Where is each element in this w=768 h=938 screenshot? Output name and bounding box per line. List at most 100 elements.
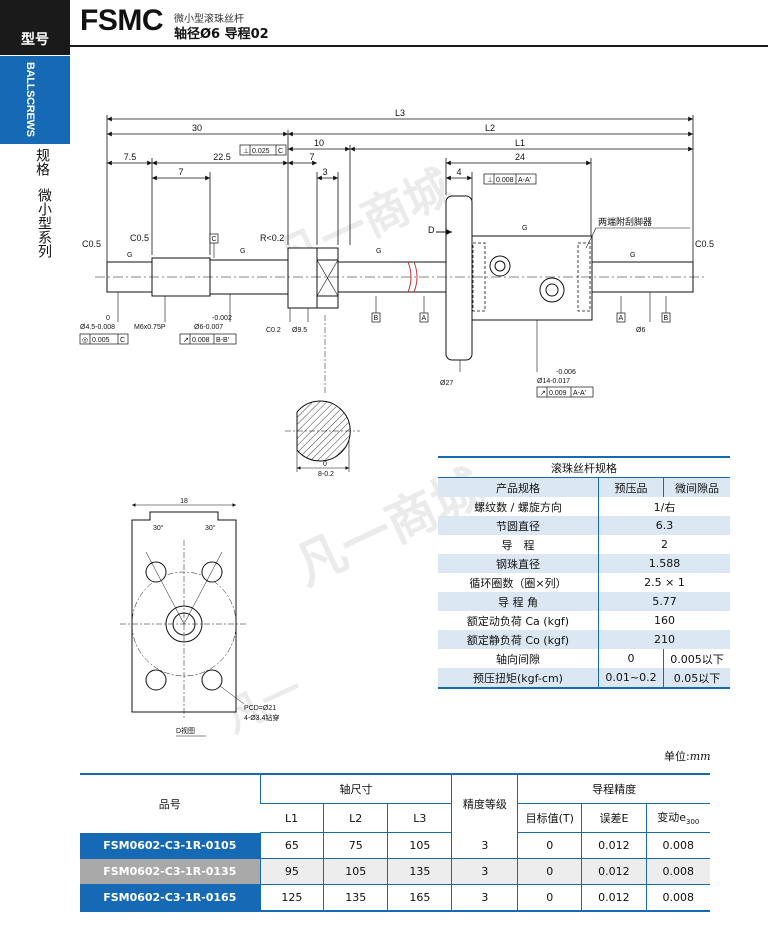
spec-row-value-gap: 0.05以下 — [663, 668, 730, 689]
grind-g-4: G — [522, 225, 527, 232]
cell-error: 0.012 — [581, 858, 647, 885]
model-spec: 轴径Ø6 导程02 — [174, 27, 269, 42]
cell-l3: 165 — [387, 884, 452, 912]
spec-header-preload: 预压品 — [598, 477, 664, 497]
dim-22-5: 22.5 — [213, 152, 231, 162]
svg-text:↗: ↗ — [183, 337, 189, 344]
grind-g-5: G — [630, 252, 635, 259]
spec-row-value: 2.5 × 1 — [598, 573, 730, 592]
model-title: FSMC — [80, 4, 164, 37]
dim-24: 24 — [515, 152, 525, 162]
model-subtitle: 微小型滚珠丝杆 — [174, 14, 244, 25]
spec-row-label: 螺纹数 / 螺旋方向 — [474, 500, 562, 514]
dim-l2: L2 — [485, 123, 495, 133]
dia-4-5: Ø4.5-0.008 — [80, 324, 115, 331]
chamfer-m6: C0.5 — [130, 233, 149, 243]
cell-grade: 3 — [451, 884, 518, 912]
svg-text:C: C — [212, 236, 217, 243]
dim-30: 30 — [192, 123, 202, 133]
chamfer-left: C0.5 — [82, 239, 101, 249]
table-row: FSM0602-C3-1R-0135 95 105 135 3 0 0.012 … — [80, 858, 710, 885]
spec-row-label: 钢珠直径 — [438, 554, 599, 573]
svg-text:A-A': A-A' — [573, 390, 586, 397]
datum-a-left: A — [419, 312, 429, 323]
m6-thread: M6x0.75P — [134, 324, 166, 331]
dia-9-5: Ø9.5 — [292, 327, 307, 334]
header-target: 目标值(T) — [517, 803, 582, 833]
header-rule — [70, 45, 768, 47]
dia-14-tol: -0.006 — [556, 369, 576, 376]
svg-text:A: A — [619, 315, 624, 322]
side-tab-label: BALLSCREWS — [24, 62, 36, 137]
side-category-b: 微小型系列 — [36, 188, 52, 258]
header-lead: 导程精度 — [517, 773, 710, 804]
spec-table: 滚珠丝杆规格 产品规格 预压品 微间隙品 螺纹数 / 螺旋方向 1/右 节圆直径… — [438, 456, 730, 689]
dim-l1: L1 — [515, 138, 525, 148]
spec-table-title: 滚珠丝杆规格 — [438, 456, 730, 478]
dim-l3: L3 — [395, 108, 405, 118]
dim-10: 10 — [314, 138, 324, 148]
cell-target: 0 — [517, 858, 582, 885]
category-label: 型号 — [21, 32, 49, 48]
spec-row-value: 210 — [598, 630, 730, 649]
header-error: 误差E — [581, 803, 647, 833]
side-category-a: 规格 — [34, 148, 50, 176]
spec-row-value-gap: 0.005以下 — [663, 649, 730, 668]
dim-7b: 7 — [309, 152, 314, 162]
svg-text:⊥: ⊥ — [487, 177, 493, 184]
spec-row-value: 6.3 — [598, 516, 730, 535]
cell-target: 0 — [517, 832, 582, 859]
svg-text:A: A — [422, 315, 427, 322]
svg-text:0.025: 0.025 — [252, 148, 270, 155]
spec-row-label: 轴向间隙 — [496, 652, 540, 666]
spec-row-value-preload: 0.01~0.2 — [598, 668, 664, 689]
header-shaft: 轴尺寸 — [259, 773, 452, 804]
unit-value: mm — [689, 750, 711, 763]
cell-l1: 95 — [259, 858, 324, 885]
dia-4-5-tol: 0 — [106, 315, 110, 322]
dia-27: Ø27 — [440, 380, 453, 387]
spec-row-label: 额定静负荷 Co (kgf) — [438, 630, 599, 649]
section-view: 0 8-0.2 — [285, 315, 360, 478]
part-number: FSM0602-C3-1R-0105 — [80, 832, 261, 859]
header-l3: L3 — [387, 803, 452, 833]
spec-header-spec: 产品规格 — [438, 477, 599, 497]
part-number: FSM0602-C3-1R-0135 — [80, 858, 261, 885]
header-grade: 精度等级 — [451, 773, 518, 833]
svg-text:C: C — [278, 148, 283, 155]
cell-l2: 105 — [323, 858, 388, 885]
cell-grade: 3 — [451, 858, 518, 885]
spec-row-label: 循环圈数（圈×列） — [469, 576, 567, 590]
svg-text:0.008: 0.008 — [496, 177, 514, 184]
cell-error: 0.012 — [581, 832, 647, 859]
table-row: FSM0602-C3-1R-0105 65 75 105 3 0 0.012 0… — [80, 832, 710, 859]
cell-l3: 105 — [387, 832, 452, 859]
unit-label: 单位: — [664, 750, 690, 763]
svg-text:B-B': B-B' — [216, 337, 229, 344]
table-row: FSM0602-C3-1R-0165 125 135 165 3 0 0.012… — [80, 884, 710, 912]
scraper-note: 两端附刮脚器 — [598, 216, 652, 227]
radius-label: R<0.2 — [260, 233, 284, 243]
side-tab: BALLSCREWS — [0, 56, 70, 144]
header-category-block: 型号 — [0, 0, 70, 55]
header-part-no: 品号 — [80, 773, 261, 833]
spec-row-value: 160 — [598, 611, 730, 630]
part-number: FSM0602-C3-1R-0165 — [80, 884, 261, 912]
product-table: 品号 轴尺寸 精度等级 导程精度 L1 L2 L3 目标值(T) 误差E 变动e… — [80, 773, 710, 912]
svg-text:D视图: D视图 — [176, 726, 195, 735]
dim-3: 3 — [322, 167, 327, 177]
cell-variation: 0.008 — [645, 858, 710, 885]
cell-grade: 3 — [451, 832, 518, 859]
svg-text:↗: ↗ — [540, 390, 546, 397]
dia-6b: Ø6 — [636, 327, 645, 334]
cell-variation: 0.008 — [645, 832, 710, 859]
spec-row-label: 导 程 角 — [438, 592, 599, 611]
spec-row-label: 导 程 — [501, 538, 535, 552]
tol-frame-perp1: ⊥ 0.025 C — [239, 144, 287, 156]
spec-row-label: 节圆直径 — [438, 516, 599, 535]
spec-row-value-preload: 0 — [598, 649, 664, 668]
dim-7-5: 7.5 — [124, 152, 137, 162]
tol-frame-conc: ◎ 0.005 C — [79, 333, 129, 345]
dia-6-tol: -0.002 — [212, 315, 232, 322]
tol-frame-runout1: ↗ 0.008 B-B' — [179, 333, 237, 345]
